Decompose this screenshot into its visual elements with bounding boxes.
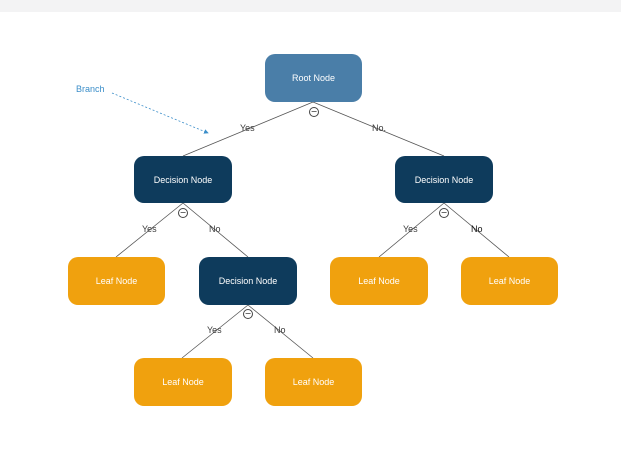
decision-node-right-label: Decision Node: [414, 174, 474, 185]
decision-node-left-label: Decision Node: [153, 174, 213, 185]
edge-root-left: [182, 101, 314, 157]
leaf-node-3[interactable]: Leaf Node: [330, 257, 428, 305]
edge-label-left-no: No: [209, 224, 221, 234]
leaf-node-2-label: Leaf Node: [162, 377, 204, 387]
decision-node-mid-label: Decision Node: [218, 276, 278, 286]
collapse-mid-minus-circle-icon[interactable]: −: [243, 309, 253, 319]
edge-label-right-yes: Yes: [403, 224, 418, 234]
leaf-node-4-label: Leaf Node: [488, 276, 531, 286]
edge-label-root-yes: Yes: [240, 123, 255, 133]
edge-label-left-yes: Yes: [142, 224, 157, 234]
branch-annotation-arrow: [111, 92, 209, 134]
edge-label-mid-no: No: [274, 325, 286, 335]
decision-node-right[interactable]: Decision Node: [395, 156, 493, 203]
edge-left-leaf: [115, 202, 184, 258]
leaf-node-5[interactable]: Leaf Node: [265, 358, 362, 406]
top-bar: [0, 0, 621, 12]
root-node-label: Root Node: [291, 73, 336, 83]
edge-mid-leaf-right: [247, 304, 314, 359]
edge-left-mid: [182, 202, 249, 258]
leaf-node-2[interactable]: Leaf Node: [134, 358, 232, 406]
decision-node-left[interactable]: Decision Node: [134, 156, 232, 203]
collapse-right-minus-circle-icon[interactable]: −: [439, 208, 449, 218]
edge-root-right: [312, 101, 445, 157]
edge-label-root-no: No.: [372, 123, 387, 133]
edge-mid-leaf-left: [181, 304, 249, 359]
edge-right-leaf-right: [443, 202, 510, 258]
leaf-node-5-label: Leaf Node: [292, 377, 335, 387]
collapse-left-minus-circle-icon[interactable]: −: [178, 208, 188, 218]
edge-right-leaf-left: [378, 202, 445, 258]
root-node[interactable]: Root Node: [265, 54, 362, 102]
collapse-root-minus-circle-icon[interactable]: −: [309, 107, 319, 117]
leaf-node-4[interactable]: Leaf Node: [461, 257, 558, 305]
leaf-node-3-label: Leaf Node: [358, 276, 400, 286]
leaf-node-1[interactable]: Leaf Node: [68, 257, 165, 305]
decision-node-mid[interactable]: Decision Node: [199, 257, 297, 305]
branch-annotation-label: Branch: [76, 84, 105, 94]
edge-label-right-no: No: [471, 224, 483, 234]
edge-label-mid-yes: Yes: [207, 325, 222, 335]
leaf-node-1-label: Leaf Node: [95, 276, 138, 286]
